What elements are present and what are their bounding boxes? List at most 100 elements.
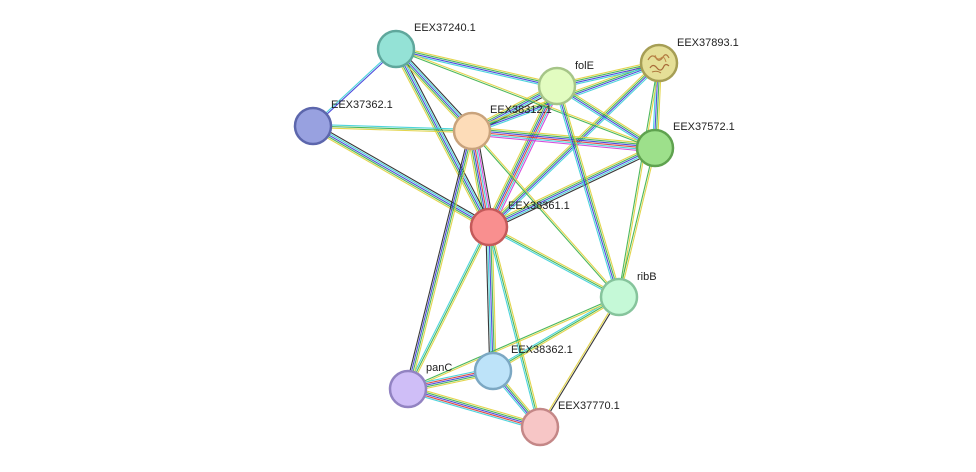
node-eex38362[interactable]: EEX38362.1 bbox=[473, 344, 573, 391]
node-eex37770[interactable]: EEX37770.1 bbox=[520, 400, 620, 447]
node-ribb[interactable]: ribB bbox=[599, 271, 657, 317]
edge-strand bbox=[396, 46, 558, 85]
edge-strand bbox=[408, 385, 542, 425]
edge-eex383611-eex383621 bbox=[485, 226, 497, 372]
edge-strand bbox=[490, 226, 543, 427]
edge-strand bbox=[408, 297, 620, 391]
edge-strand bbox=[312, 125, 473, 132]
node-eex37362[interactable]: EEX37362.1 bbox=[293, 99, 393, 146]
edge-ribb-panc bbox=[407, 295, 620, 391]
edge-eex372401-eex375721 bbox=[395, 47, 656, 150]
edge-eex383611-eex377701 bbox=[486, 226, 543, 428]
edge-strand bbox=[395, 50, 557, 89]
edge-strand bbox=[486, 227, 492, 372]
edge-strand bbox=[407, 388, 541, 428]
edge-eex383611-ribb bbox=[487, 225, 621, 299]
node-panc-label: panC bbox=[426, 362, 452, 374]
edge-strand bbox=[487, 85, 557, 227]
edge-strand bbox=[405, 130, 471, 389]
edge-strand bbox=[472, 129, 656, 148]
edge-eex383121-panc bbox=[405, 130, 475, 390]
edge-strand bbox=[555, 86, 619, 298]
edge-ribb-eex377701 bbox=[538, 296, 621, 428]
edge-strand bbox=[617, 147, 655, 297]
edge-strand bbox=[395, 48, 490, 228]
edge-strand bbox=[408, 227, 491, 390]
edge-strand bbox=[398, 47, 493, 226]
edge-strand bbox=[489, 225, 621, 297]
edge-strand bbox=[488, 147, 656, 228]
node-panc-circle bbox=[388, 369, 428, 409]
edge-strand bbox=[492, 296, 620, 372]
edge-strand bbox=[488, 226, 620, 298]
node-eex37572-circle bbox=[635, 128, 675, 168]
edge-strand bbox=[396, 48, 491, 227]
node-eex37240[interactable]: EEX37240.1 bbox=[376, 22, 476, 69]
node-eex37240-circle bbox=[376, 29, 416, 69]
edge-eex383121-eex373621 bbox=[312, 123, 473, 134]
edge-strand bbox=[486, 227, 539, 428]
edge-strand bbox=[485, 227, 491, 372]
edge-strand bbox=[394, 49, 489, 228]
node-ribb-label: ribB bbox=[637, 271, 657, 283]
edge-layer bbox=[311, 46, 662, 431]
edge-strand bbox=[619, 63, 661, 298]
node-ribb-circle bbox=[599, 277, 639, 317]
edge-strand bbox=[557, 84, 656, 148]
edge-strand bbox=[396, 47, 558, 86]
edge-fole-ribb bbox=[554, 85, 622, 298]
node-eex38361-circle bbox=[469, 207, 509, 247]
edge-strand bbox=[556, 86, 655, 150]
edge-eex383611-fole bbox=[484, 84, 562, 229]
edge-eex383611-panc bbox=[406, 226, 491, 390]
node-eex37893[interactable]: EEX37893.1 bbox=[639, 37, 739, 83]
edge-strand bbox=[472, 130, 621, 297]
node-eex38312[interactable]: EEX38312.1 bbox=[452, 104, 552, 151]
edge-strand bbox=[617, 62, 659, 297]
edge-strand bbox=[487, 144, 654, 225]
node-fole-circle bbox=[537, 66, 577, 106]
edge-strand bbox=[408, 386, 541, 426]
node-eex37770-label: EEX37770.1 bbox=[558, 400, 620, 412]
edge-strand bbox=[471, 132, 655, 151]
node-layer: EEX38361.1 EEX38312.1 EEX37240.1 EEX3736… bbox=[293, 22, 739, 447]
node-eex37572[interactable]: EEX37572.1 bbox=[635, 121, 735, 168]
edge-strand bbox=[490, 150, 657, 231]
node-panc[interactable]: panC bbox=[388, 362, 452, 409]
node-eex37893-circle bbox=[639, 43, 679, 83]
node-eex38312-circle bbox=[452, 111, 492, 151]
edge-strand bbox=[471, 134, 655, 153]
node-eex38362-circle bbox=[473, 351, 513, 391]
edge-strand bbox=[407, 390, 540, 430]
edge-strand bbox=[313, 124, 491, 227]
edge-strand bbox=[489, 148, 656, 229]
edge-strand bbox=[489, 63, 660, 228]
node-eex38361[interactable]: EEX38361.1 bbox=[469, 200, 570, 247]
edge-strand bbox=[395, 49, 557, 88]
edge-eex383611-eex375721 bbox=[487, 144, 657, 231]
edge-strand bbox=[555, 87, 655, 151]
edge-strand bbox=[406, 130, 472, 389]
edge-strand bbox=[471, 131, 655, 150]
node-fole[interactable]: folE bbox=[537, 60, 594, 106]
node-eex38361-label: EEX38361.1 bbox=[508, 200, 570, 212]
edge-strand bbox=[557, 85, 621, 297]
edge-strand bbox=[487, 227, 619, 299]
edge-strand bbox=[491, 226, 497, 371]
edge-strand bbox=[472, 126, 656, 145]
edge-strand bbox=[538, 296, 619, 427]
edge-strand bbox=[486, 84, 556, 227]
edge-strand bbox=[470, 131, 619, 298]
edge-strand bbox=[557, 83, 657, 147]
edge-strand bbox=[554, 86, 618, 298]
edge-strand bbox=[488, 226, 494, 372]
edge-strand bbox=[407, 295, 619, 389]
edge-strand bbox=[409, 131, 475, 390]
edge-strand bbox=[540, 297, 621, 428]
edge-strand bbox=[558, 85, 622, 297]
edge-strand bbox=[392, 50, 487, 229]
edge-strand bbox=[472, 128, 656, 147]
edge-strand bbox=[312, 127, 472, 134]
edge-eex375721-ribb bbox=[617, 147, 657, 298]
